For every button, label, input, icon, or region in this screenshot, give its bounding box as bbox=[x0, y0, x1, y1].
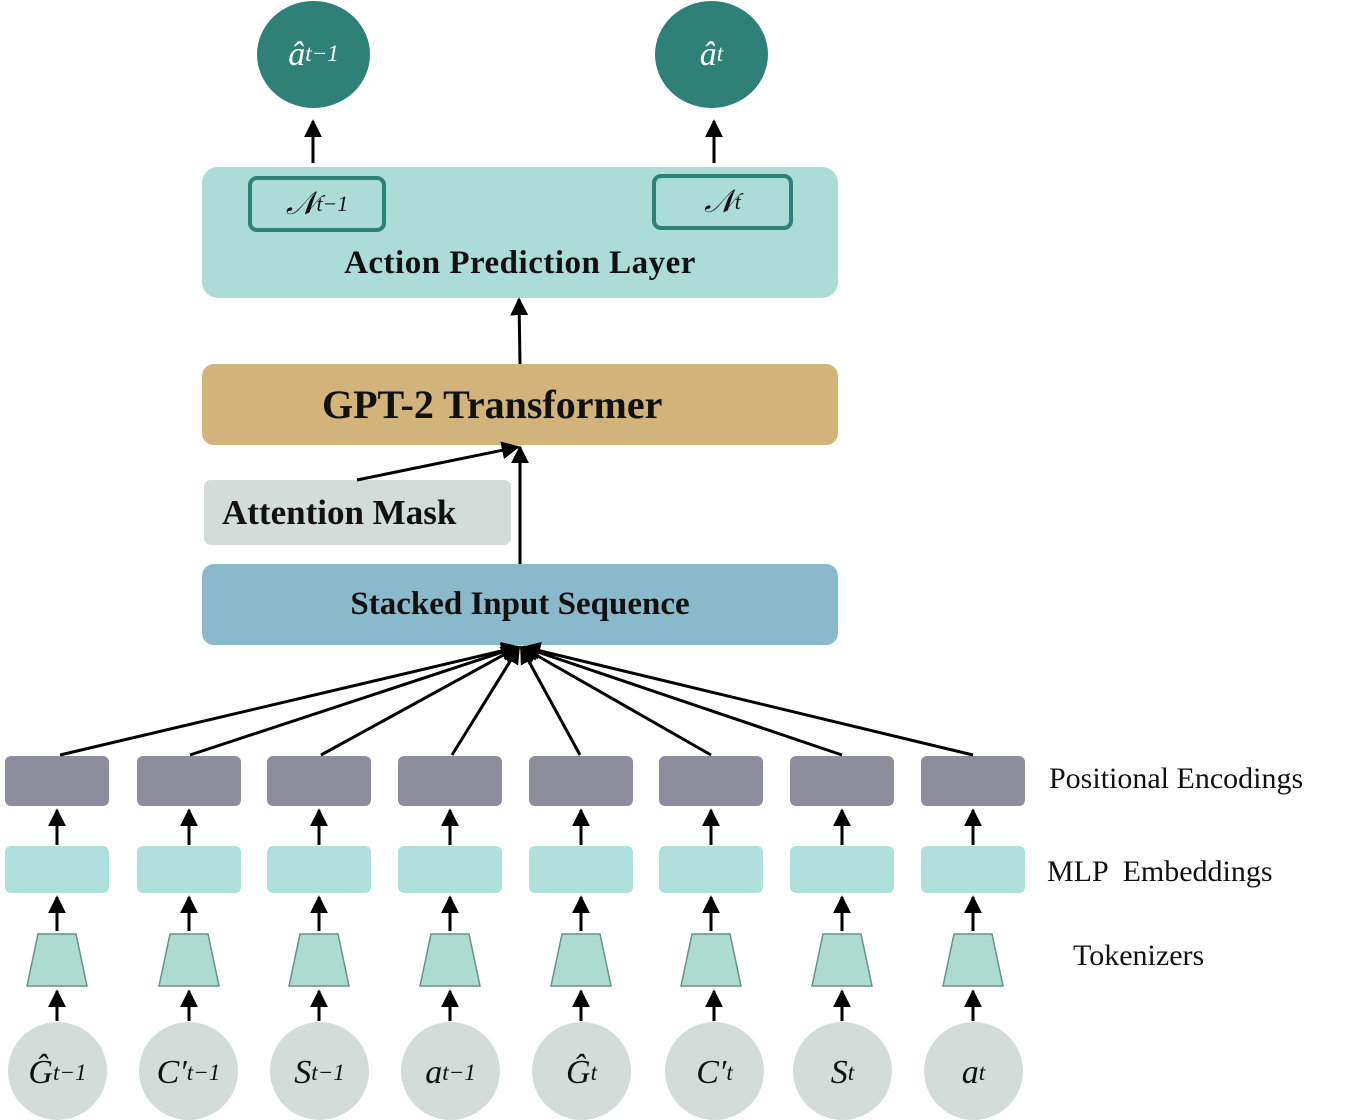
tokenizer-trapezoid bbox=[680, 933, 742, 987]
tokenizer-trapezoid bbox=[811, 933, 873, 987]
stacked-input-sequence-block: Stacked Input Sequence bbox=[202, 564, 838, 645]
output-sub: t−1 bbox=[305, 41, 339, 67]
input-c-prime-t: C′t bbox=[665, 1022, 764, 1120]
tokenizer-trapezoid bbox=[158, 933, 220, 987]
input-sub: t−1 bbox=[311, 1059, 345, 1086]
input-base: C′ bbox=[156, 1054, 187, 1091]
positional-encoding-block bbox=[137, 756, 241, 806]
input-c-prime-t-minus-1: C′t−1 bbox=[139, 1022, 238, 1120]
head-sub: t bbox=[734, 189, 741, 214]
input-sub: t bbox=[978, 1059, 986, 1086]
positional-encoding-block bbox=[659, 756, 763, 806]
positional-encoding-block bbox=[398, 756, 502, 806]
tokenizer-trapezoid bbox=[26, 933, 88, 987]
input-sub: t−1 bbox=[186, 1059, 221, 1086]
mlp-embedding-block bbox=[659, 846, 763, 893]
tokenizer-trapezoid bbox=[288, 933, 350, 987]
input-base: a bbox=[425, 1054, 443, 1091]
input-sub: t−1 bbox=[442, 1059, 476, 1086]
input-base: C′ bbox=[696, 1054, 727, 1091]
action-prediction-label: Action Prediction Layer bbox=[344, 245, 696, 281]
input-sub: t bbox=[726, 1059, 733, 1086]
output-sub: t bbox=[716, 41, 724, 67]
positional-encoding-block bbox=[529, 756, 633, 806]
input-sub: t bbox=[847, 1059, 855, 1086]
gpt2-transformer-label: GPT-2 Transformer bbox=[322, 382, 663, 427]
tokenizer-trapezoid bbox=[550, 933, 612, 987]
attention-mask-label: Attention Mask bbox=[222, 492, 457, 532]
stacked-input-label: Stacked Input Sequence bbox=[350, 586, 690, 622]
input-base: S bbox=[830, 1054, 848, 1091]
head-sub: t−1 bbox=[316, 191, 349, 216]
mlp-embedding-block bbox=[5, 846, 109, 893]
mlp-embedding-block bbox=[790, 846, 894, 893]
positional-encodings-label: Positional Encodings bbox=[1049, 762, 1304, 795]
input-base: S bbox=[294, 1054, 312, 1091]
mlp-embedding-block bbox=[137, 846, 241, 893]
mlp-embedding-block bbox=[529, 846, 633, 893]
output-base: â bbox=[699, 35, 717, 73]
tokenizer-trapezoid bbox=[942, 933, 1004, 987]
attention-mask-block: Attention Mask bbox=[204, 480, 511, 545]
input-base: Ĝ bbox=[28, 1054, 53, 1091]
input-base: Ĝ bbox=[566, 1054, 591, 1091]
input-sub: t−1 bbox=[52, 1059, 87, 1086]
positional-encoding-block bbox=[267, 756, 371, 806]
head-base: 𝒩 bbox=[285, 185, 317, 221]
tokenizer-trapezoid bbox=[419, 933, 481, 987]
positional-encoding-block bbox=[790, 756, 894, 806]
positional-encoding-block bbox=[5, 756, 109, 806]
gpt2-transformer-block: GPT-2 Transformer bbox=[202, 364, 838, 445]
mlp-embedding-block bbox=[921, 846, 1025, 893]
mlp-embedding-block bbox=[267, 846, 371, 893]
output-base: â bbox=[288, 35, 306, 73]
mlp-embedding-block bbox=[398, 846, 502, 893]
tokenizers-label: Tokenizers bbox=[1073, 939, 1205, 972]
head-base: 𝒩 bbox=[704, 183, 735, 219]
input-sub: t bbox=[590, 1059, 597, 1086]
input-base: a bbox=[961, 1054, 979, 1091]
mlp-embeddings-label: MLP Embeddings bbox=[1047, 855, 1273, 888]
positional-encoding-block bbox=[921, 756, 1025, 806]
